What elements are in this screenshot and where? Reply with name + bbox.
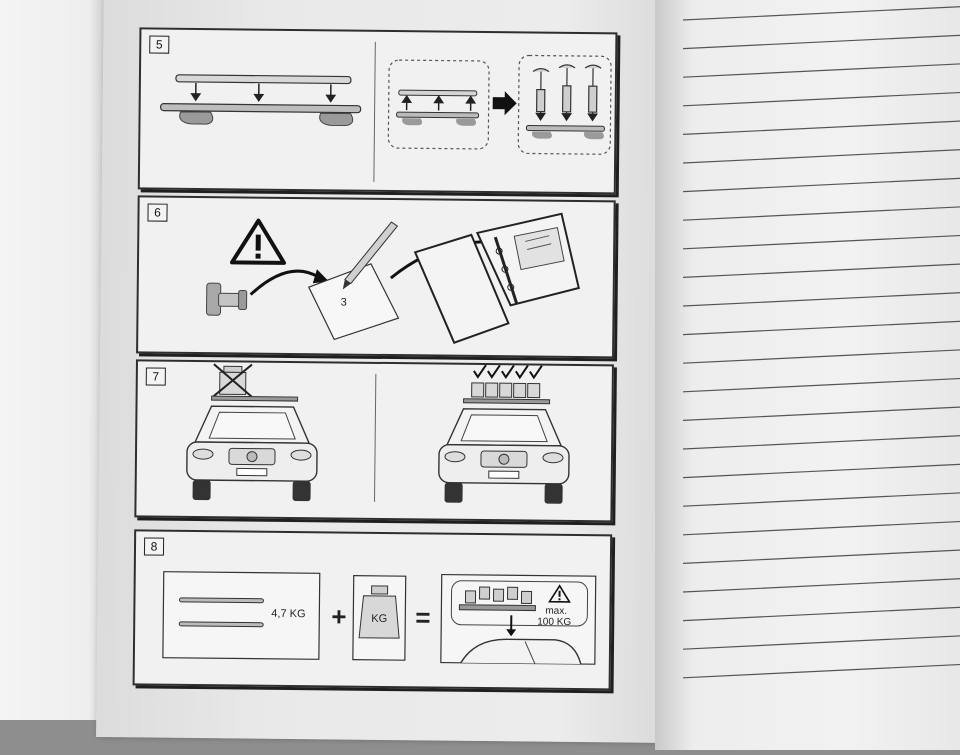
arrow-right-icon (493, 91, 517, 115)
max-label: max. (545, 606, 567, 617)
rack-weight-label: 4,7 KG (271, 608, 305, 620)
ruled-lines (655, 0, 960, 750)
ruled-line (683, 578, 960, 592)
ruled-line (683, 664, 960, 678)
max-load-value: 100 KG (537, 617, 571, 628)
lock-key-icon (206, 283, 246, 315)
instruction-page: 5 (96, 0, 679, 743)
roof-bars-weight-box: 4,7 KG (163, 572, 320, 660)
ruled-line (683, 92, 960, 106)
ruled-line (683, 292, 960, 306)
step-6-illustration: 3 (138, 197, 614, 356)
weight-kg-icon (472, 383, 540, 398)
car-front-overloaded-drawing (187, 364, 318, 501)
ruled-line (683, 521, 960, 535)
step-8-illustration: 4,7 KG + KG = (135, 531, 611, 688)
ruled-line (683, 349, 960, 363)
key-tools-drawing (533, 65, 602, 117)
ruled-line (683, 178, 960, 192)
ruled-line (683, 63, 960, 77)
binder-folder-drawing (414, 212, 579, 344)
step-5-panel: 5 (138, 27, 618, 194)
previous-page-edge (0, 0, 104, 720)
ruled-line (683, 549, 960, 563)
ruled-line (683, 120, 960, 134)
ruled-line (683, 378, 960, 392)
step-7-panel: 7 (134, 359, 614, 522)
ruled-line (683, 206, 960, 220)
note-number: 3 (341, 297, 347, 309)
weight-block-box: KG (353, 576, 406, 661)
ruled-line (683, 6, 960, 20)
step-6-panel: 6 3 (136, 195, 616, 358)
checkmark-icon (474, 365, 542, 378)
car-front-distributed-load-drawing (439, 365, 570, 504)
ruled-line (683, 35, 960, 49)
down-arrow-icon (537, 114, 597, 121)
ruled-line (683, 235, 960, 249)
ruled-line (683, 492, 960, 506)
weight-kg-icon (214, 364, 252, 396)
lined-notes-page (655, 0, 960, 750)
ruled-line (683, 635, 960, 649)
step-8-panel: 8 4,7 KG + KG = (133, 529, 613, 690)
step-7-illustration (136, 361, 612, 520)
ruled-line (683, 464, 960, 478)
ruled-line (683, 435, 960, 449)
ruled-line (683, 263, 960, 277)
ruled-line (683, 607, 960, 621)
weight-kg-icon (372, 586, 388, 594)
curved-arrow-icon (251, 271, 319, 296)
ruled-line (683, 406, 960, 420)
weight-kg-label: KG (371, 613, 387, 625)
roof-bar-placement-drawing (160, 75, 361, 126)
down-arrow-icon (192, 83, 335, 101)
warning-triangle-icon (232, 220, 284, 263)
clamp-detail-drawing (388, 54, 611, 154)
ruled-line (683, 149, 960, 163)
plus-icon: + (331, 601, 347, 631)
ruled-line (683, 321, 960, 335)
up-arrow-icon (403, 96, 475, 111)
step-5-illustration (140, 29, 616, 192)
equals-icon: = (415, 602, 431, 632)
max-load-box: max. 100 KG (441, 575, 596, 665)
